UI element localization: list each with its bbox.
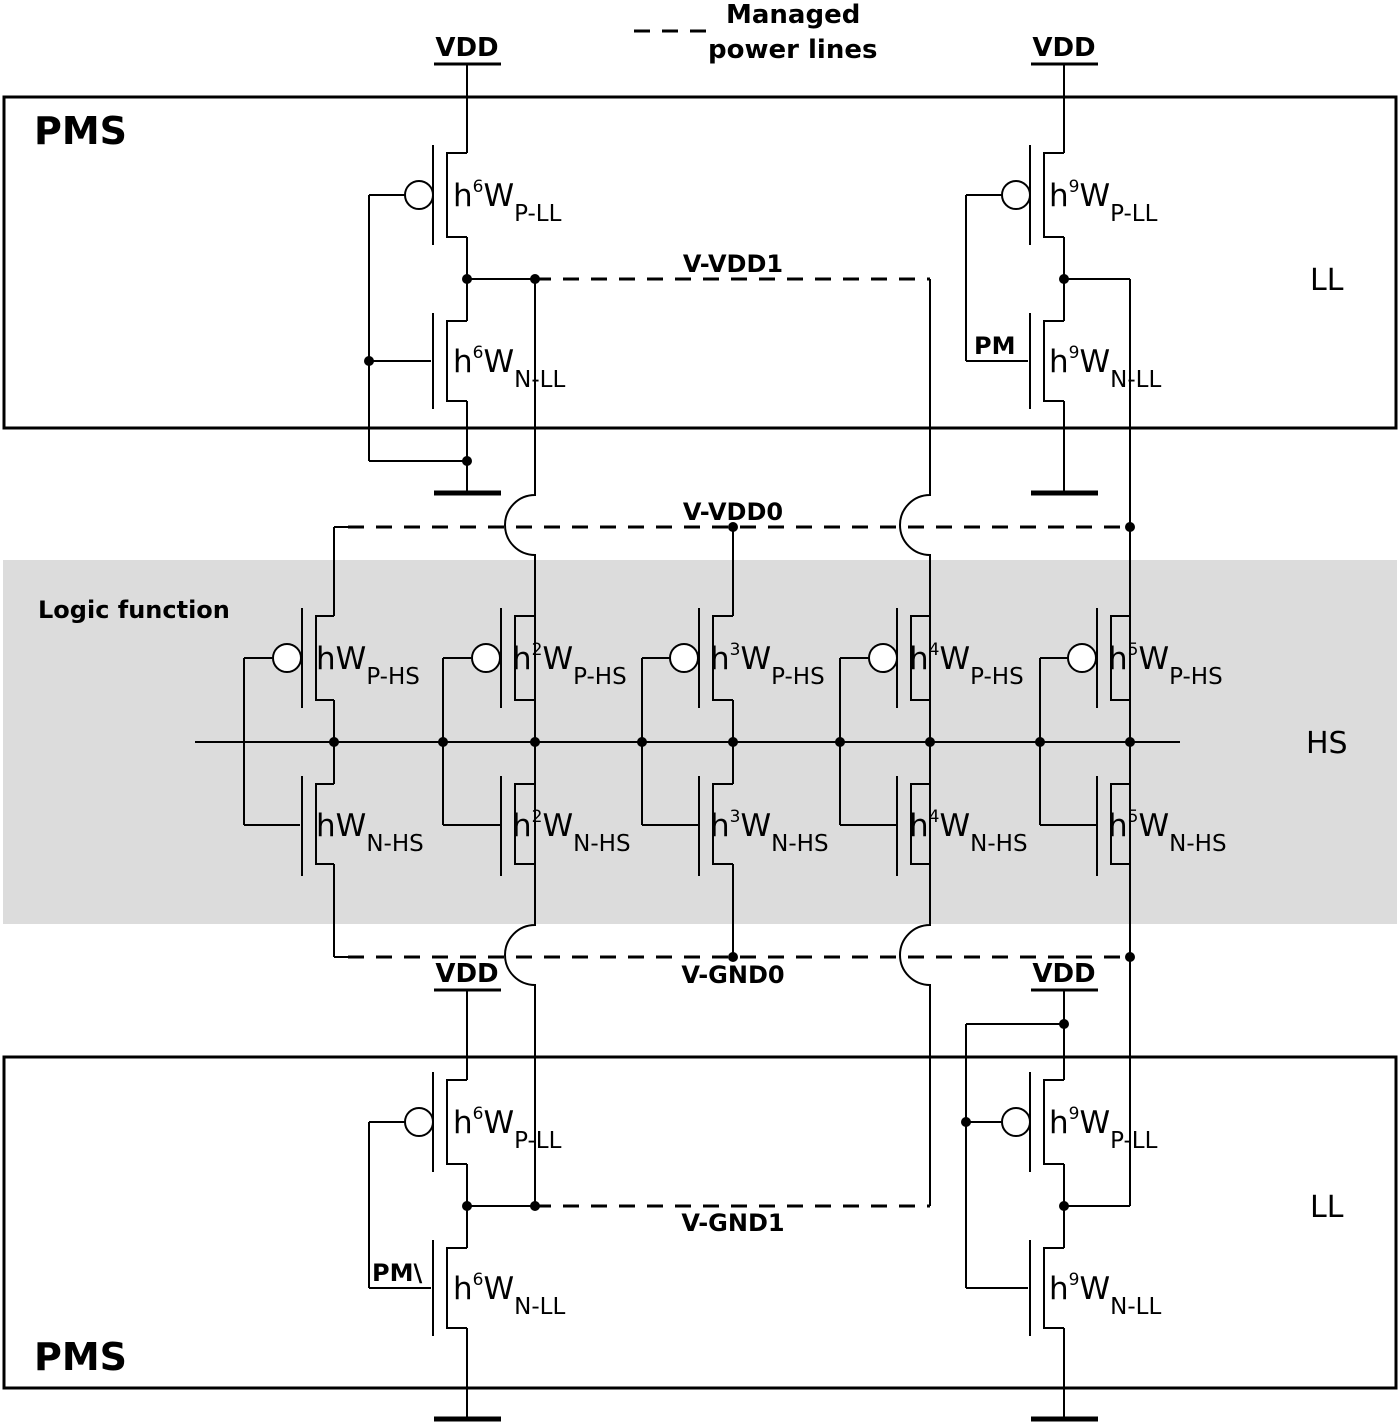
label-hs5-p: h5WP-HS xyxy=(1108,640,1223,690)
ll-label-bottom: LL xyxy=(1310,1190,1344,1225)
net-label-vvdd1: V-VDD1 xyxy=(683,250,783,278)
hs-label: HS xyxy=(1306,726,1348,761)
pm-control-label: PM xyxy=(974,332,1015,360)
ll-label-top: LL xyxy=(1310,263,1344,298)
vdd-label-top-right: VDD xyxy=(1032,33,1095,63)
label-bottom-right-p: h9WP-LL xyxy=(1049,1104,1158,1154)
net-label-vgnd0: V-GND0 xyxy=(681,961,784,989)
label-top-right-p: h9WP-LL xyxy=(1049,177,1158,227)
label-hs2-p: h2WP-HS xyxy=(512,640,627,690)
vdd-label-bottom-right: VDD xyxy=(1032,959,1095,989)
label-hs1-p: hWP-HS xyxy=(316,641,420,690)
legend-line2: power lines xyxy=(708,35,877,65)
pms-box-bottom xyxy=(2,1055,1398,1390)
label-top-left-n: h6WN-LL xyxy=(453,343,565,393)
label-hs3-n: h3WN-HS xyxy=(710,807,829,857)
pms-label-bottom: PMS xyxy=(34,1335,127,1379)
label-top-left-p: h6WP-LL xyxy=(453,177,562,227)
net-label-vvdd0: V-VDD0 xyxy=(683,498,783,526)
label-bottom-left-n: h6WN-LL xyxy=(453,1270,565,1320)
vdd-label-bottom-left: VDD xyxy=(435,959,498,989)
label-hs5-n: h5WN-HS xyxy=(1108,807,1227,857)
vdd-label-top-left: VDD xyxy=(435,33,498,63)
label-hs2-n: h2WN-HS xyxy=(512,807,631,857)
transistor-glyphs xyxy=(272,145,1130,1336)
label-hs4-n: h4WN-HS xyxy=(909,807,1028,857)
pms-label-top: PMS xyxy=(34,109,127,153)
pms-box-top xyxy=(2,95,1398,430)
junction-dots xyxy=(329,274,1135,1211)
label-hs1-n: hWN-HS xyxy=(316,808,424,857)
label-bottom-left-p: h6WP-LL xyxy=(453,1104,562,1154)
pm-bar-control-label: PM\ xyxy=(372,1259,422,1287)
label-hs4-p: h4WP-HS xyxy=(909,640,1024,690)
legend-line1: Managed xyxy=(726,0,860,30)
logic-function-label: Logic function xyxy=(38,596,230,624)
label-hs3-p: h3WP-HS xyxy=(710,640,825,690)
label-bottom-right-n: h9WN-LL xyxy=(1049,1270,1161,1320)
label-top-right-n: h9WN-LL xyxy=(1049,343,1161,393)
net-label-vgnd1: V-GND1 xyxy=(681,1209,784,1237)
